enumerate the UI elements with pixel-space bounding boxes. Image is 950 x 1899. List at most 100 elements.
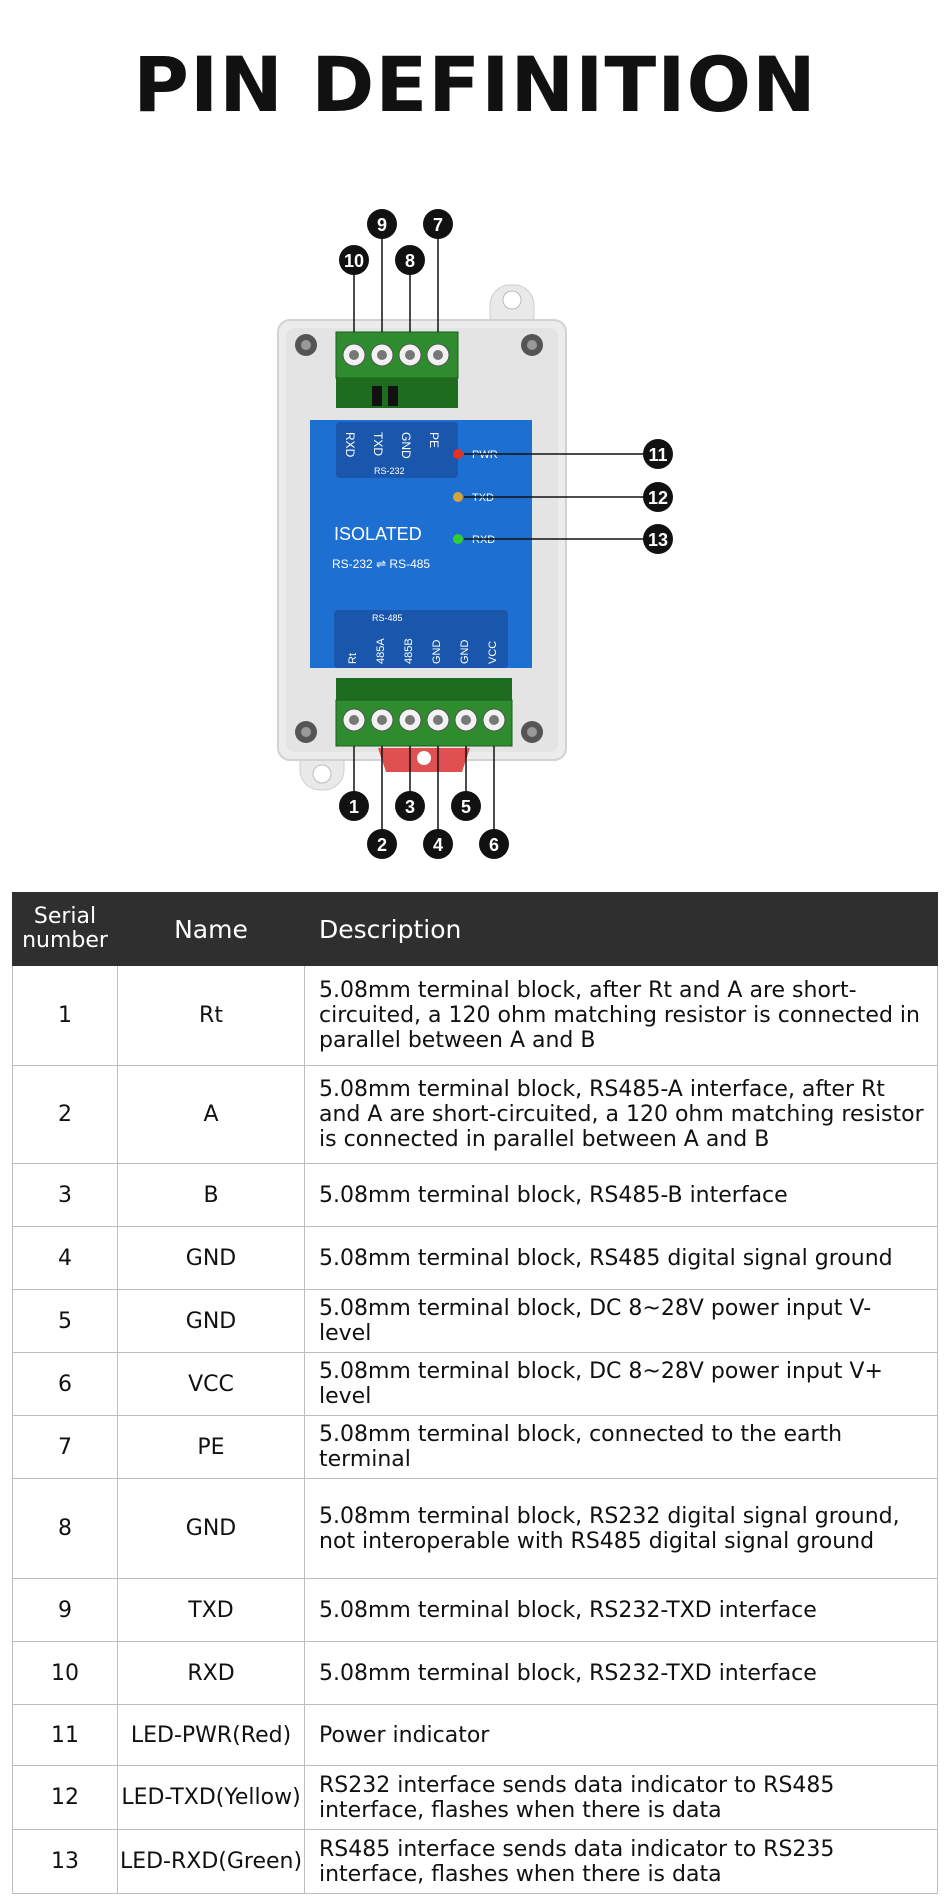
svg-text:9: 9 [377, 215, 387, 235]
callout-badge: 9 [367, 209, 397, 239]
callout-badge: 7 [423, 209, 453, 239]
callout-badge: 1 [339, 791, 369, 821]
callout-badge: 2 [367, 829, 397, 859]
cell-description: 5.08mm terminal block, RS232-TXD interfa… [304, 1641, 938, 1705]
table-row: 11 LED-PWR(Red) Power indicator [12, 1704, 938, 1766]
table-row: 2 A 5.08mm terminal block, RS485-A inter… [12, 1065, 938, 1164]
pin-label-pe: PE [427, 432, 441, 448]
svg-text:10: 10 [344, 251, 364, 271]
svg-text:7: 7 [433, 215, 443, 235]
rs485-label: RS-485 [372, 613, 403, 623]
table-row: 9 TXD 5.08mm terminal block, RS232-TXD i… [12, 1578, 938, 1642]
cell-serial: 13 [12, 1829, 118, 1894]
cell-name: GND [117, 1478, 305, 1579]
table-row: 13 LED-RXD(Green) RS485 interface sends … [12, 1829, 938, 1894]
cell-name: GND [117, 1226, 305, 1290]
cell-description: 5.08mm terminal block, DC 8~28V power in… [304, 1352, 938, 1416]
cell-serial: 4 [12, 1226, 118, 1290]
device-illustration: RXD TXD GND PE RS-232 ISOLATED RS-232 ⇌ … [0, 200, 950, 880]
cell-name: TXD [117, 1578, 305, 1642]
svg-text:3: 3 [405, 797, 415, 817]
led-label-rxd: RXD [472, 534, 495, 546]
pin-label-gnd: GND [399, 432, 413, 459]
table-row: 5 GND 5.08mm terminal block, DC 8~28V po… [12, 1289, 938, 1353]
pin-label-rxd: RXD [343, 432, 357, 458]
table-row: 4 GND 5.08mm terminal block, RS485 digit… [12, 1226, 938, 1290]
pin-label-485b: 485B [403, 638, 415, 664]
pin-label-gnd-2: GND [459, 640, 471, 665]
table-row: 6 VCC 5.08mm terminal block, DC 8~28V po… [12, 1352, 938, 1416]
svg-text:6: 6 [489, 835, 499, 855]
cell-name: LED-RXD(Green) [117, 1829, 305, 1894]
table-row: 7 PE 5.08mm terminal block, connected to… [12, 1415, 938, 1479]
pin-definition-table: Serial number Name Description 1 Rt 5.08… [12, 892, 938, 1894]
led-label-txd: TXD [472, 492, 494, 504]
callout-badge: 3 [395, 791, 425, 821]
cell-serial: 6 [12, 1352, 118, 1416]
cell-name: VCC [117, 1352, 305, 1416]
table-row: 8 GND 5.08mm terminal block, RS232 digit… [12, 1478, 938, 1579]
callout-badge: 4 [423, 829, 453, 859]
led-rxd-icon [453, 534, 463, 544]
cell-description: RS485 interface sends data indicator to … [304, 1829, 938, 1894]
cell-description: 5.08mm terminal block, RS485-B interface [304, 1163, 938, 1227]
svg-text:12: 12 [648, 488, 668, 508]
callout-lines [353, 236, 644, 832]
cell-serial: 10 [12, 1641, 118, 1705]
cell-description: 5.08mm terminal block, connected to the … [304, 1415, 938, 1479]
svg-text:2: 2 [377, 835, 387, 855]
svg-text:11: 11 [648, 445, 667, 465]
cell-description: 5.08mm terminal block, RS485-A interface… [304, 1065, 938, 1164]
pin-label-vcc: VCC [487, 641, 499, 664]
pin-label-485a: 485A [375, 638, 387, 664]
header-serial-number: Serial number [12, 892, 118, 966]
cell-name: A [117, 1065, 305, 1164]
bottom-terminal-block [335, 699, 513, 747]
cell-serial: 11 [12, 1704, 118, 1766]
page-title: PIN DEFINITION [133, 40, 817, 129]
mount-hole-top [502, 290, 522, 310]
header-name: Name [117, 892, 305, 966]
led-label-pwr: PWR [472, 449, 498, 461]
table-row: 1 Rt 5.08mm terminal block, after Rt and… [12, 965, 938, 1066]
cell-name: LED-PWR(Red) [117, 1704, 305, 1766]
svg-text:4: 4 [433, 835, 443, 855]
cell-description: RS232 interface sends data indicator to … [304, 1765, 938, 1830]
device-diagram: RXD TXD GND PE RS-232 ISOLATED RS-232 ⇌ … [277, 209, 673, 859]
cell-name: GND [117, 1289, 305, 1353]
cell-serial: 12 [12, 1765, 118, 1830]
pin-label-txd: TXD [371, 432, 385, 456]
callout-badge: 8 [395, 245, 425, 275]
cell-serial: 3 [12, 1163, 118, 1227]
cell-name: PE [117, 1415, 305, 1479]
callout-badge: 10 [339, 245, 369, 275]
callout-badge: 11 [643, 439, 673, 469]
isolated-label: ISOLATED [334, 524, 422, 544]
pin-label-rt: Rt [347, 653, 359, 664]
top-terminal-screws [342, 343, 450, 367]
callout-badge: 5 [451, 791, 481, 821]
led-pwr-icon [453, 449, 463, 459]
header-description: Description [304, 892, 938, 966]
cell-name: LED-TXD(Yellow) [117, 1765, 305, 1830]
svg-text:8: 8 [405, 251, 415, 271]
cell-serial: 5 [12, 1289, 118, 1353]
table-row: 12 LED-TXD(Yellow) RS232 interface sends… [12, 1765, 938, 1830]
rs232-label: RS-232 [374, 466, 405, 476]
cell-serial: 8 [12, 1478, 118, 1579]
svg-text:13: 13 [648, 530, 668, 550]
table-row: 10 RXD 5.08mm terminal block, RS232-TXD … [12, 1641, 938, 1705]
table-header-row: Serial number Name Description [12, 892, 938, 966]
callout-badge: 13 [643, 524, 673, 554]
mount-hole-bottom [312, 764, 332, 784]
svg-text:5: 5 [461, 797, 471, 817]
cell-description: 5.08mm terminal block, after Rt and A ar… [304, 965, 938, 1066]
cell-serial: 7 [12, 1415, 118, 1479]
pin-label-gnd-1: GND [431, 640, 443, 665]
led-txd-icon [453, 492, 463, 502]
cell-description: 5.08mm terminal block, RS485 digital sig… [304, 1226, 938, 1290]
cell-serial: 2 [12, 1065, 118, 1164]
callout-badge: 6 [479, 829, 509, 859]
cell-description: 5.08mm terminal block, DC 8~28V power in… [304, 1289, 938, 1353]
cell-name: RXD [117, 1641, 305, 1705]
